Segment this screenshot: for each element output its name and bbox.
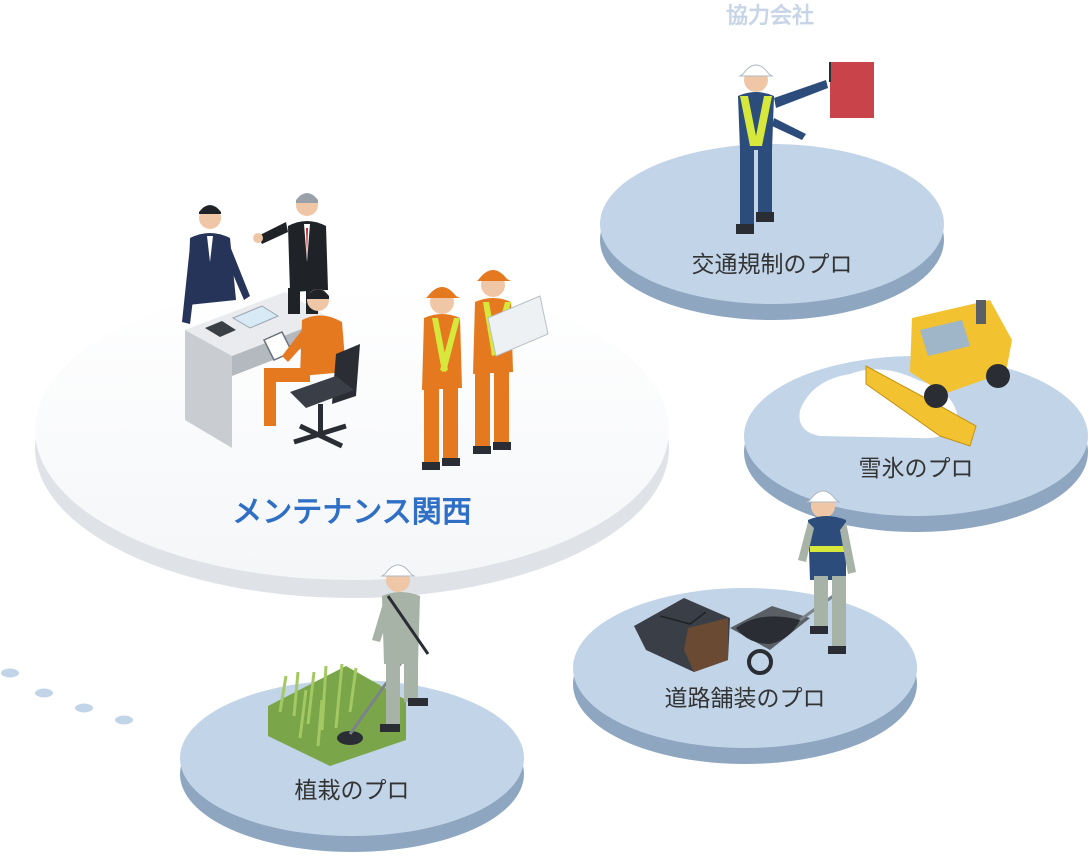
snow-plow-icon [799, 300, 1012, 447]
road-paving-label: 道路舗装のプロ [664, 686, 826, 712]
snow-ice-label: 雪氷のプロ [858, 456, 974, 482]
hub-label: メンテナンス関西 [232, 495, 472, 530]
flag-worker-icon [736, 62, 874, 234]
hub-platform [35, 280, 669, 598]
platform-paving [573, 588, 917, 764]
connector-dots [1, 668, 133, 725]
partner-companies-title: 協力会社 [725, 4, 815, 29]
grass-trimmer-worker-icon [268, 564, 430, 766]
wheelbarrow-worker-icon [634, 490, 856, 675]
traffic-control-label: 交通規制のプロ [691, 252, 853, 278]
site-workers-icon [422, 270, 549, 470]
office-meeting-icon [182, 193, 360, 449]
platform-traffic [600, 144, 944, 320]
planting-label: 植栽のプロ [294, 778, 410, 804]
